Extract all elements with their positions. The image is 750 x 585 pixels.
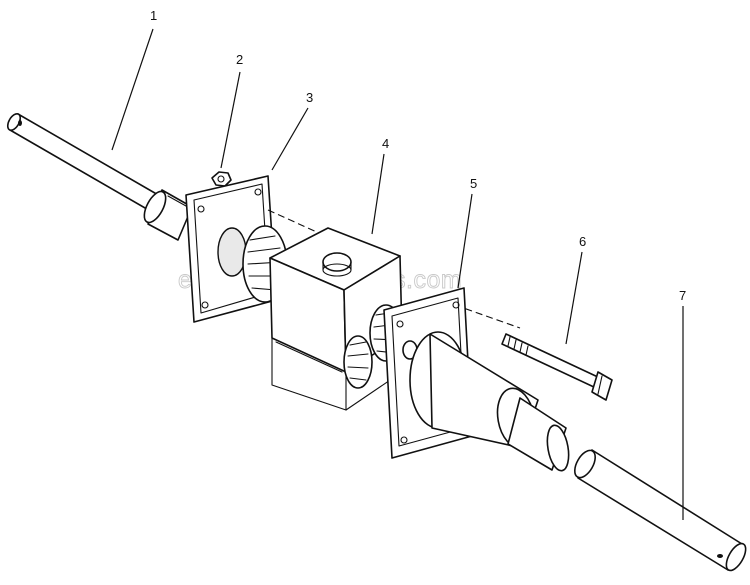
leader-2	[220, 71, 241, 169]
leader-6	[565, 251, 583, 345]
part-7-right-shaft	[573, 449, 747, 572]
leader-4	[371, 153, 385, 235]
part-1-left-shaft	[6, 113, 193, 241]
leader-5	[457, 193, 473, 289]
callout-7: 7	[679, 288, 686, 303]
callout-6: 6	[579, 234, 586, 249]
callout-1: 1	[150, 8, 157, 23]
callout-4: 4	[382, 136, 389, 151]
leader-1	[111, 28, 154, 151]
callout-5: 5	[470, 176, 477, 191]
part-6-bolt	[501, 333, 613, 401]
part-2-nut	[211, 171, 232, 187]
part-5-right-flange	[383, 287, 570, 472]
leader-3	[271, 107, 309, 171]
callout-3: 3	[306, 90, 313, 105]
callout-2: 2	[236, 52, 243, 67]
part-4-gearbox	[269, 227, 403, 411]
